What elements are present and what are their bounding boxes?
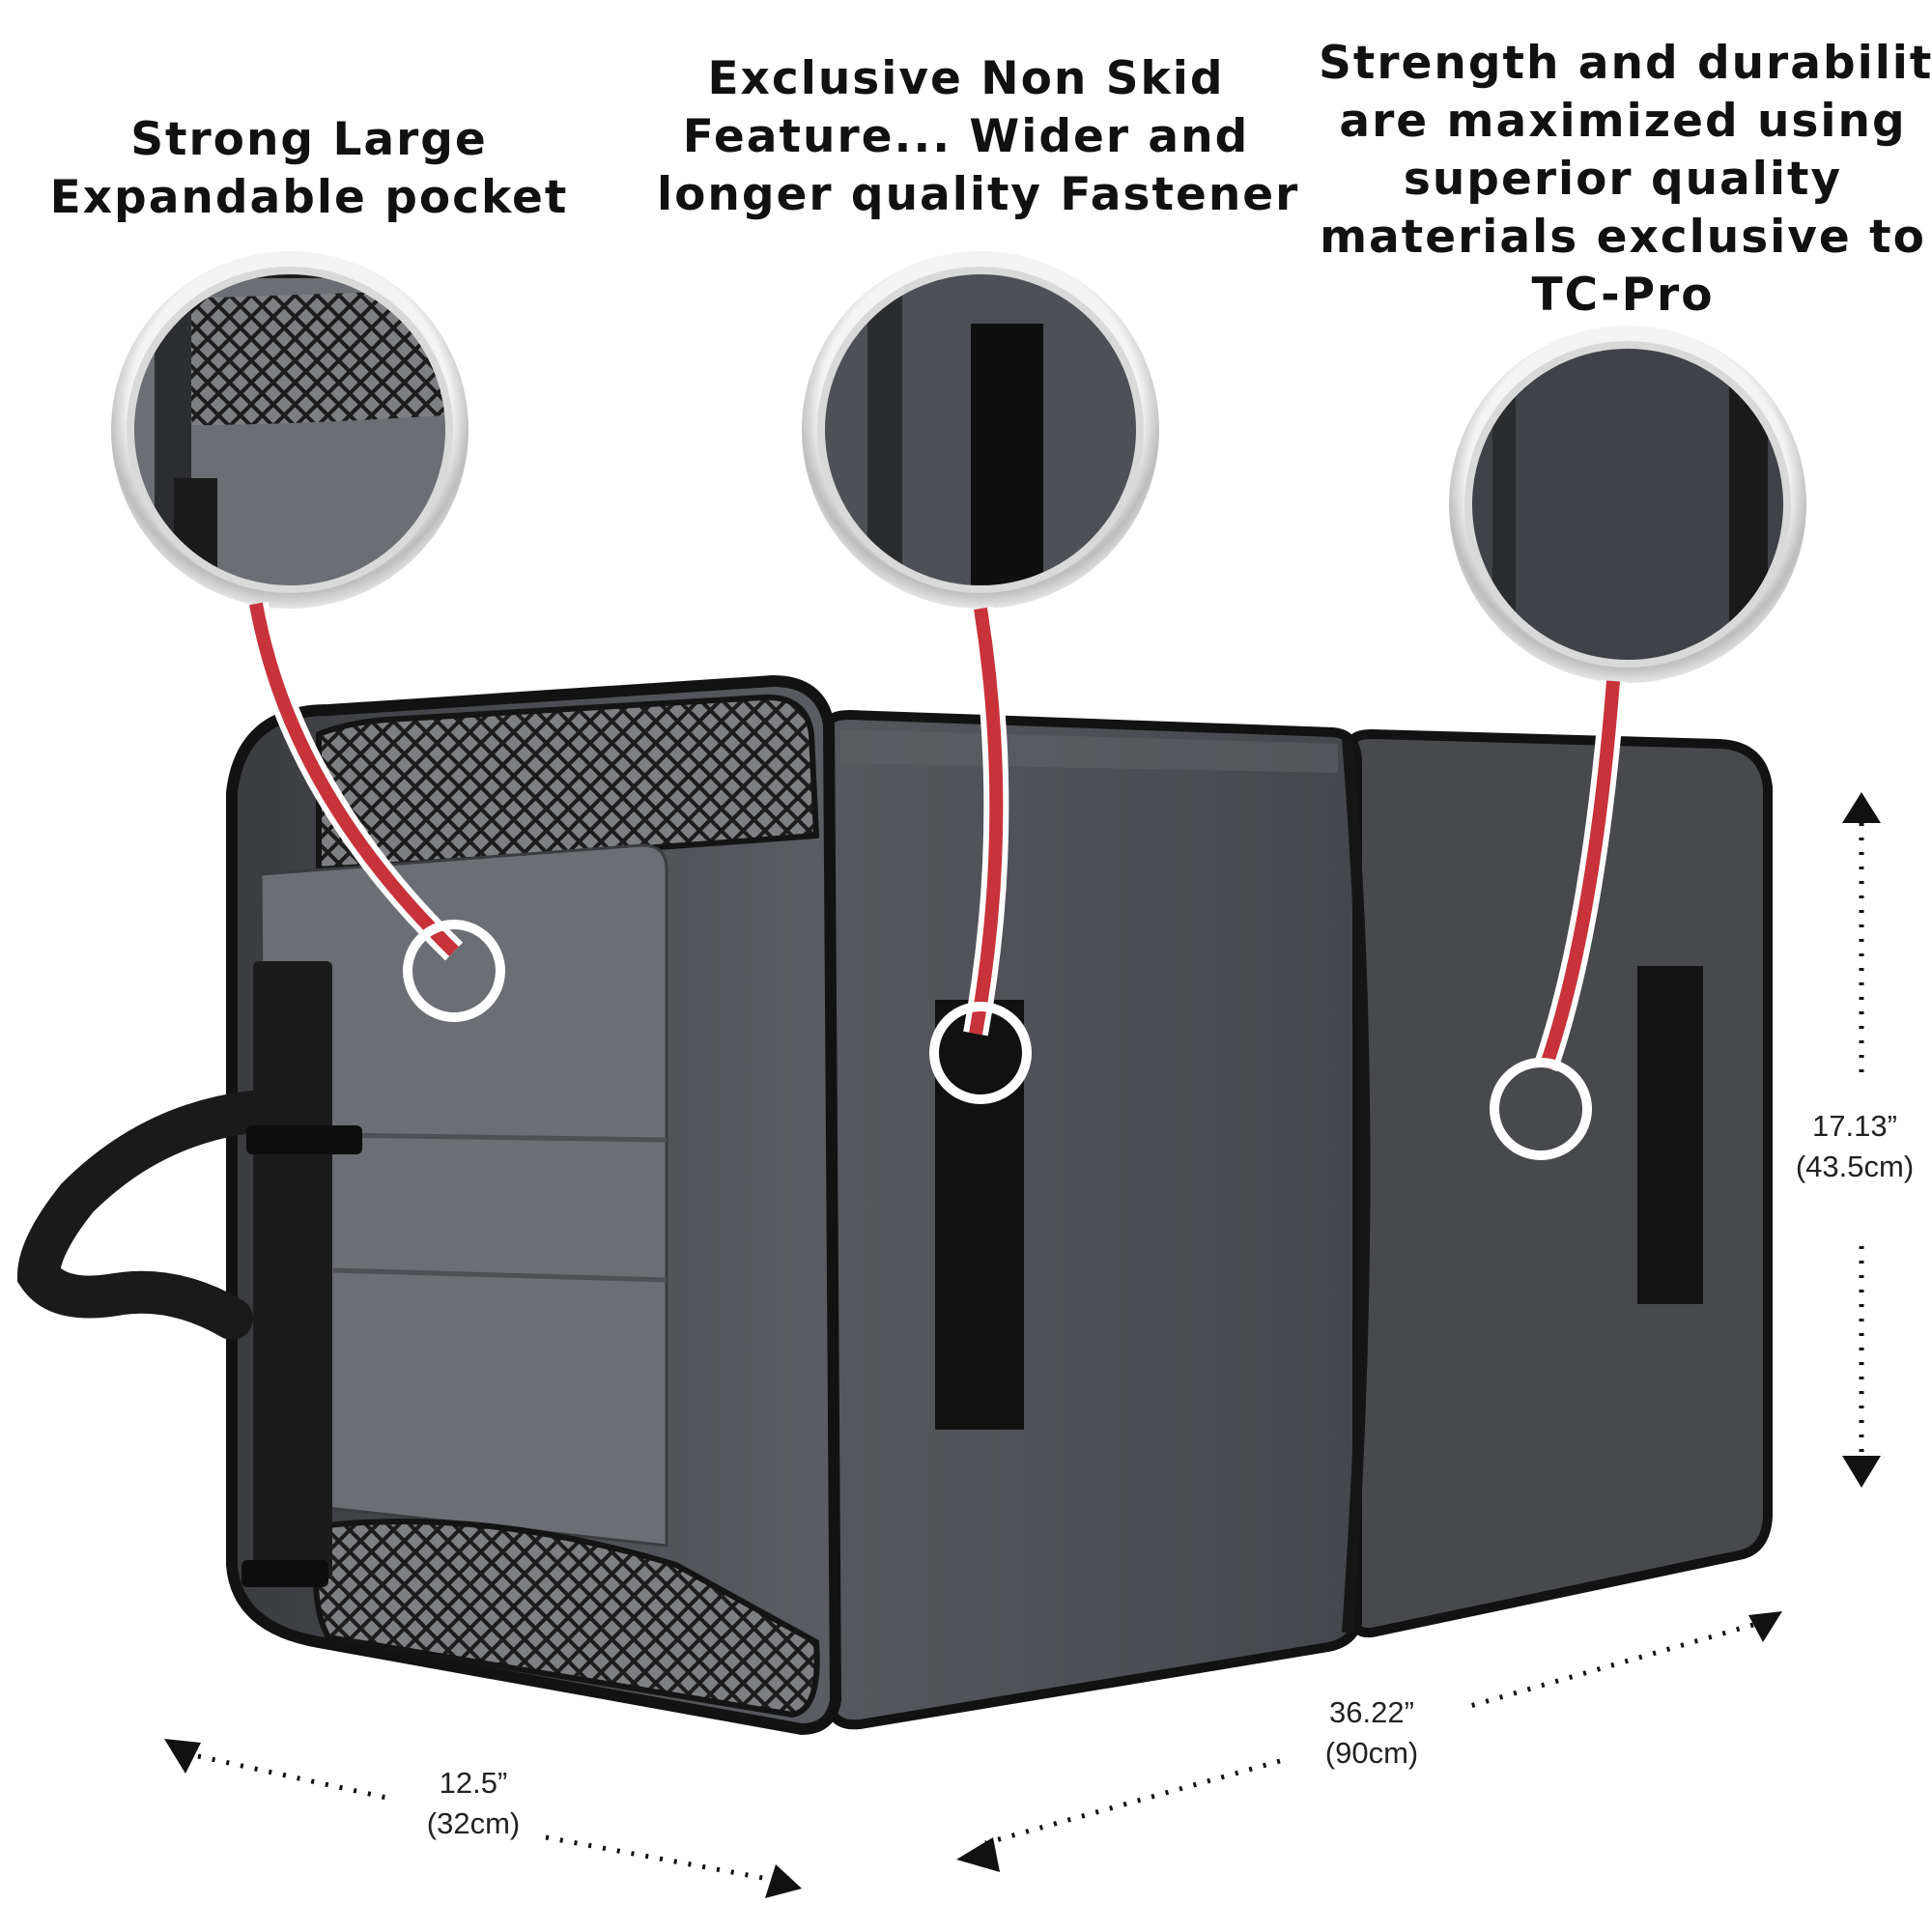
dimension-length-indicator: [956, 1611, 1782, 1872]
caption-fastener: Exclusive Non Skid Feature... Wider and …: [657, 50, 1300, 224]
top-mesh-pocket: [316, 694, 820, 873]
caption-durability-line-5: TC-Pro: [1531, 269, 1715, 322]
dimension-width-metric: (32cm): [426, 1806, 521, 1840]
caption-durability-line-3: superior quality: [1403, 153, 1843, 206]
caption-pocket: Strong Large Expandable pocket: [39, 111, 580, 227]
velcro-strip-right: [1637, 966, 1703, 1304]
callout-pocket-zoom: [111, 251, 469, 609]
trunk-organizer-bag: [16, 674, 1773, 1736]
center-compartment-panel: [820, 709, 1362, 1730]
caption-pocket-line-1: Strong Large: [130, 113, 488, 166]
right-compartment-panel: [1345, 728, 1773, 1638]
dimension-height-indicator: [1842, 792, 1881, 1488]
bottom-mesh-pocket: [312, 1519, 820, 1719]
velcro-strip-center: [935, 1000, 1024, 1430]
caption-durability-line-1: Strength and durability: [1319, 37, 1932, 90]
target-ring-pocket: [403, 920, 505, 1022]
target-ring-fastener: [929, 1002, 1032, 1104]
caption-durability-line-4: materials exclusive to: [1320, 211, 1926, 264]
dimension-length-imperial: 36.22”: [1329, 1695, 1414, 1729]
dimension-length-label: 36.22” (90cm): [1294, 1692, 1449, 1774]
vertical-strap: [253, 961, 332, 1579]
dimension-height-imperial: 17.13”: [1812, 1109, 1897, 1143]
dimension-width-imperial: 12.5”: [439, 1766, 508, 1800]
target-ring-durability: [1490, 1058, 1592, 1160]
caption-fastener-line-1: Exclusive Non Skid: [707, 52, 1225, 105]
divider-seam: [1342, 738, 1371, 1634]
caption-fastener-line-3: longer quality Fastener: [657, 168, 1300, 221]
dimension-height-metric: (43.5cm): [1795, 1150, 1915, 1183]
caption-durability: Strength and durability are maximized us…: [1319, 35, 1932, 325]
caption-durability-line-2: are maximized using: [1339, 95, 1907, 148]
callout-fastener-zoom: [802, 251, 1159, 609]
pointer-lines: [243, 601, 1626, 1072]
dimension-height-label: 17.13” (43.5cm): [1777, 1106, 1932, 1187]
callout-durability-zoom: [1449, 326, 1806, 683]
buckle-bottom: [242, 1560, 328, 1587]
dimension-length-metric: (90cm): [1324, 1736, 1419, 1770]
handle-strap: [16, 1090, 282, 1340]
buckle: [246, 1125, 362, 1154]
caption-pocket-line-2: Expandable pocket: [49, 171, 569, 224]
dimension-width-label: 12.5” (32cm): [396, 1763, 551, 1844]
caption-fastener-line-2: Feature... Wider and: [682, 110, 1250, 163]
dimension-width-indicator: [164, 1739, 802, 1898]
